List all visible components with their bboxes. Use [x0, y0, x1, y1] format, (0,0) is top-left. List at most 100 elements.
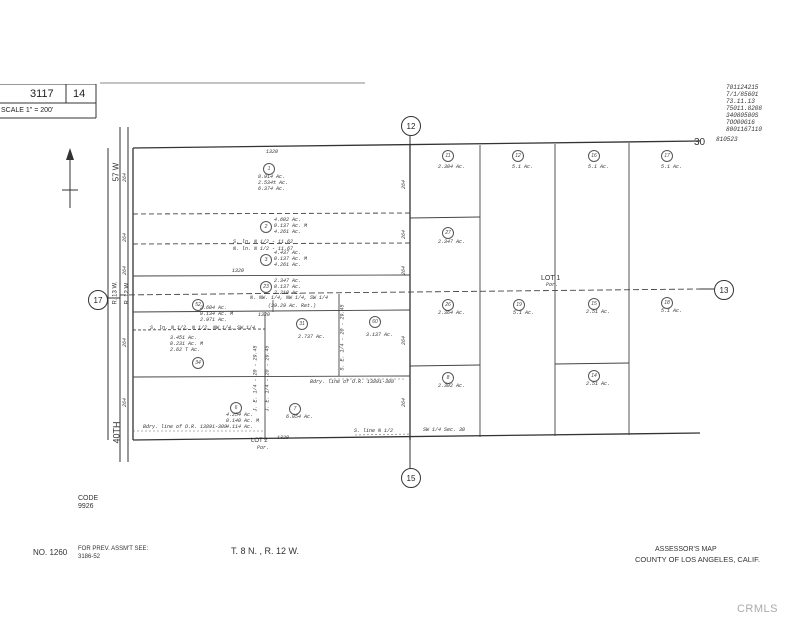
lot-1-label: LOT 1 [541, 275, 561, 282]
parcel-number: 19 [513, 299, 525, 311]
map-page-number: 14 [73, 88, 86, 100]
parcel-area: 2.347 Ac. [274, 278, 302, 284]
map-page-box: 3117 14 SCALE 1" = 200' [0, 84, 100, 120]
dim-right: 264 [401, 229, 408, 240]
revision-note: 7/1/85601 [726, 91, 759, 98]
parcel-area: 2.302 Ac. [438, 383, 466, 389]
dim-right: 264 [401, 265, 408, 276]
parcel-number: 34 [192, 357, 204, 369]
revision-note: 8001167110 [726, 126, 763, 133]
parcel-area: 0.137 Ac. M [274, 256, 308, 262]
revision-date: 810523 [716, 136, 738, 143]
line-label-n-ln: N. ln. N 1/2 - 11.67 [233, 246, 294, 252]
parcel-area: 2.210 Ac. [274, 290, 302, 296]
parcel-area: 2.364 Ac. [438, 310, 466, 316]
parcel-number: 23 [260, 281, 272, 293]
line-label-nw-ac: (39.29 Ac. Ret.) [268, 303, 317, 309]
parcel-area: 2.604 Ac. [200, 305, 228, 311]
parcel-number: 18 [661, 297, 673, 309]
dim-mid-2: 1320 [258, 312, 271, 318]
parcel-area: 0.134 Ac. M [200, 311, 234, 317]
parcel-area: 3.451 Ac. [170, 335, 198, 341]
dim-left: 264 [122, 172, 129, 183]
dim-right: 264 [401, 397, 408, 408]
parcel-area: 2.62 T Ac. [170, 347, 201, 353]
parcel-number: 16 [588, 150, 600, 162]
revision-note: 701124215 [726, 84, 759, 91]
parcel-number: 26 [442, 299, 454, 311]
parcel-area: 0.231 Ac. M [170, 341, 204, 347]
township-range: T. 8 N. , R. 12 W. [231, 546, 300, 556]
parcel-area: 5.1 Ac. [512, 164, 534, 170]
dim-right: 264 [401, 335, 408, 346]
parcel-area: 5.1 Ac. [661, 164, 683, 170]
county-name: COUNTY OF LOS ANGELES, CALIF. [635, 555, 760, 564]
parcel-number: 6 [230, 402, 242, 414]
dim-vertical: J. E. 1/4 - 20 - 29.45 [264, 345, 271, 412]
parcel-number: 15 [588, 298, 600, 310]
parcel-number: 27 [442, 227, 454, 239]
section-circle-south: 15 [401, 468, 421, 488]
parcel-area: 2.971 Ac. [200, 317, 228, 323]
parcel-number: 31 [296, 318, 308, 330]
parcel-area: 6.054 Ac. [286, 414, 314, 420]
parcel-number: 7 [289, 403, 301, 415]
lot-1-sub: Por. [546, 282, 559, 288]
dim-left: 264 [122, 265, 129, 276]
street-label-40th: 40TH [111, 421, 122, 444]
dim-left: 264 [122, 337, 129, 348]
dim-vertical: J. E. 1/4 - 20 - 29.45 [252, 345, 259, 412]
section-corner-30: 30 [694, 137, 706, 148]
parcel-area: 4.261 Ac. [274, 262, 302, 268]
range-label-12: R. 12 W. [124, 281, 131, 305]
parcel-number: 52 [192, 299, 204, 311]
parcel-area: 0.137 Ac. [274, 284, 302, 290]
dim-vertical: S. E. 1/4 - 20 - 29.45 [339, 304, 346, 371]
parcel-area: 2.534± Ac. [258, 180, 289, 186]
dim-top: 1320 [266, 149, 279, 155]
parcel-area: 5.1 Ac. [513, 310, 535, 316]
parcel-area: 2.51 Ac. [586, 309, 611, 315]
code-value: 9926 [78, 503, 94, 510]
parcel-number: 60 [369, 316, 381, 328]
page-box-lines [0, 84, 97, 119]
parcel-area: 2.304 Ac. [438, 164, 466, 170]
section-circle-west: 17 [88, 290, 108, 310]
code-label: CODE [78, 495, 99, 502]
dim-right: 264 [401, 179, 408, 190]
line-label-s-line-n: S. line N 1/2 [354, 428, 394, 434]
parcel-number: 14 [588, 370, 600, 382]
parcel-area: 0.140 Ac. M [226, 418, 260, 424]
revision-note: 75011.8208 [726, 105, 763, 112]
map-scale: SCALE 1" = 200' [1, 107, 54, 114]
parcel-number: 2 [260, 221, 272, 233]
dim-mid: 1320 [232, 268, 245, 274]
line-label-n-nw: N. NW. 1/4, NW 1/4, SW 1/4 [250, 295, 329, 301]
section-circle-east: 13 [714, 280, 734, 300]
lot-2-sub: Por. [257, 445, 270, 451]
dim-left: 264 [122, 397, 129, 408]
dim-left: 264 [122, 232, 129, 243]
map-book-number: 3117 [30, 88, 54, 100]
section-circle-north: 12 [401, 116, 421, 136]
parcel-area: 2.51 Ac. [586, 381, 611, 387]
parcel-area: 4.602 Ac. [274, 217, 302, 223]
parcel-number: 8 [442, 372, 454, 384]
parcel-number: 17 [661, 150, 673, 162]
parcel-number: 11 [442, 150, 454, 162]
parcel-area: 4.261 Ac. [274, 229, 302, 235]
prev-assessment-ref: 3186-52 [78, 554, 101, 560]
revision-note: 73.11.13 [726, 98, 755, 105]
parcel-area: 6.374 Ac. [258, 186, 286, 192]
parcel-area: 4.114 Ac. [226, 424, 254, 430]
mls-watermark: CRMLS [736, 603, 778, 615]
parcel-number: 3 [260, 254, 272, 266]
parcel-area: 2.347 Ac. [438, 239, 466, 245]
parcel-area: 5.1 Ac. [588, 164, 610, 170]
line-label-sw-sec: SW 1/4 Sec. 30 [423, 427, 466, 433]
map-title: ASSESSOR'S MAP [655, 546, 717, 553]
parcel-area: 3.137 Ac. [366, 332, 394, 338]
lot-2-label: LOT 2 [251, 438, 268, 444]
boundary-line-label: Bdry. line of O.R. 13891-308 [310, 379, 395, 385]
